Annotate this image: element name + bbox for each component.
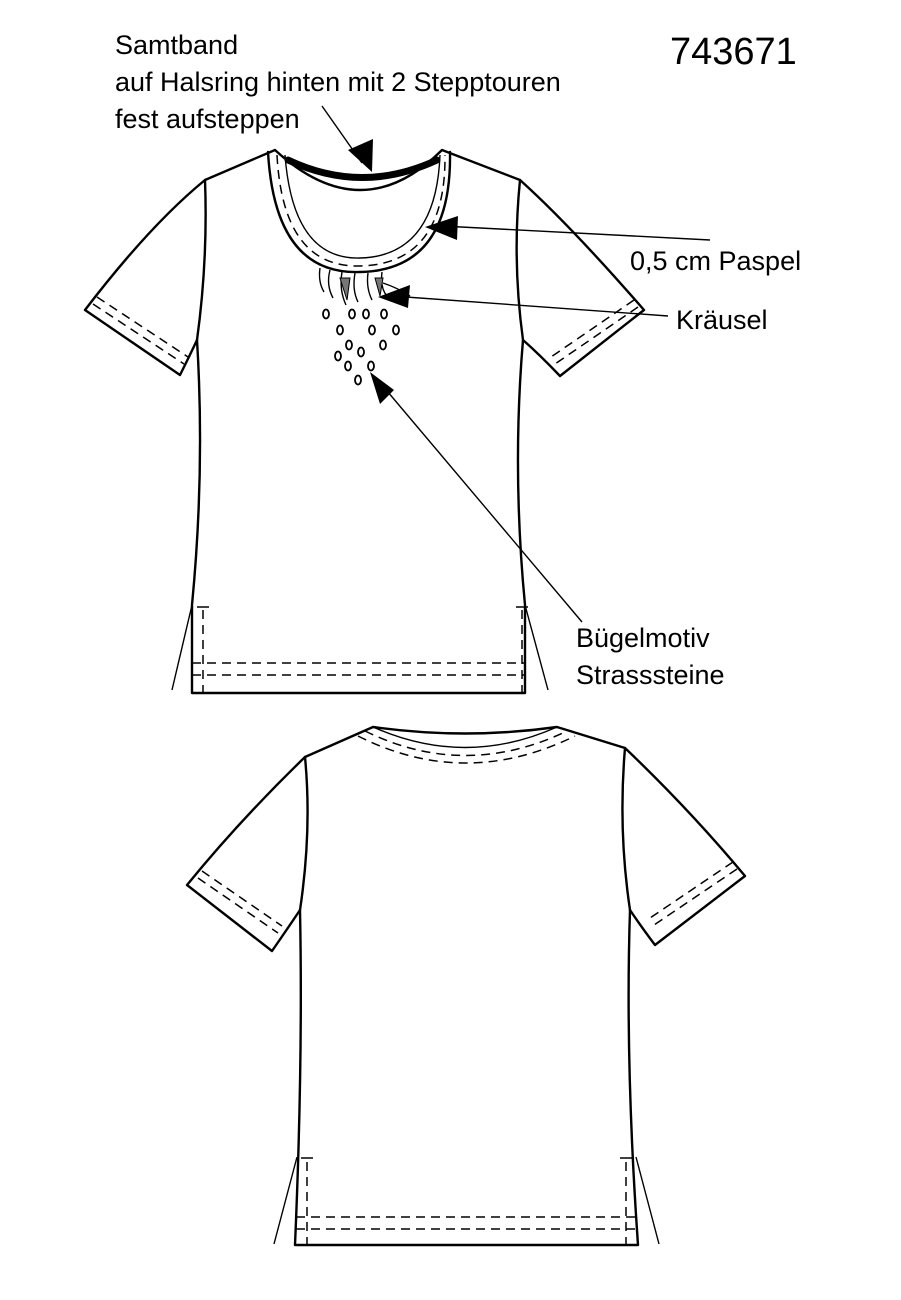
back-right-sleeve (623, 746, 747, 947)
velvet-band-line-1: Samtband (115, 30, 239, 60)
back-left-sleeve-hem-stitch (197, 870, 283, 934)
ruffle-annotation: Kräusel (676, 305, 768, 335)
article-number: 743671 (670, 31, 797, 73)
annotation-leaders (321, 105, 711, 623)
front-right-sleeve-hem-stitch (550, 299, 639, 365)
back-right-sleeve-hem-stitch (646, 861, 738, 928)
velvet-band-line-3: fest aufsteppen (115, 104, 300, 134)
front-right-sleeve (518, 178, 646, 378)
back-hem-stitch (296, 1216, 637, 1230)
front-hem-stitch (192, 662, 525, 676)
back-left-sleeve (185, 755, 307, 953)
motif-line-1: Bügelmotiv (576, 623, 710, 653)
velvet-band (284, 156, 441, 181)
velvet-band-line-2: auf Halsring hinten mit 2 Stepptouren (115, 67, 561, 97)
piping-annotation: 0,5 cm Paspel (630, 246, 802, 276)
front-neckline-stitch (276, 154, 446, 267)
front-slit-vent-left (171, 604, 193, 691)
motif-line-2: Strasssteine (576, 660, 725, 690)
arrow-ruffle (378, 285, 410, 308)
velvet-band-annotation: Samtband auf Halsring hinten mit 2 Stepp… (115, 27, 561, 138)
back-neckline-stitch-2 (357, 735, 576, 764)
back-neckline-outer (372, 726, 558, 749)
back-slit-vent-left (273, 1156, 298, 1245)
front-slit-vent-right (524, 604, 549, 691)
arrow-piping (425, 216, 458, 240)
rhinestone-motif (322, 308, 400, 386)
front-neckline-inner (284, 154, 441, 259)
back-body-outline (293, 725, 640, 1247)
back-view (185, 725, 747, 1247)
front-view (83, 148, 646, 695)
front-left-sleeve-hem-stitch (92, 296, 189, 365)
arrow-motif (370, 372, 394, 404)
back-slit-vent-right (635, 1156, 660, 1245)
motif-annotation: Bügelmotiv Strasssteine (576, 620, 725, 694)
arrow-velvet-band (348, 139, 373, 172)
front-left-sleeve (83, 178, 207, 377)
front-body-outline (190, 148, 527, 695)
back-neckline-stitch-1 (364, 730, 568, 757)
front-neckline-outer (266, 150, 452, 274)
